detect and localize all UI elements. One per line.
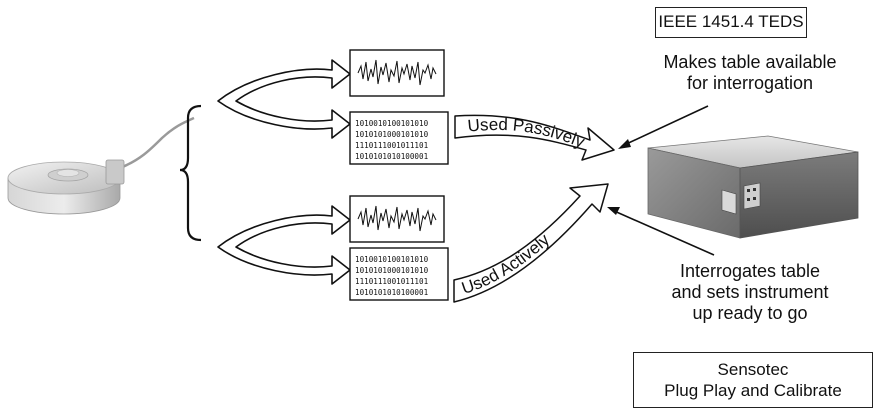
instrument-knob xyxy=(753,197,756,200)
fork-arrow-lower xyxy=(217,205,351,285)
analog-waveform-lower xyxy=(357,205,437,232)
sensor-button xyxy=(56,169,80,177)
used-passively-label: Used Passively xyxy=(467,115,588,152)
passive-arrow-shape xyxy=(454,114,615,161)
interrogate-pointer-line xyxy=(611,209,715,256)
sensotec-line: Sensotec xyxy=(717,360,789,379)
used-actively-label: Used Actively xyxy=(459,230,553,298)
sensor-connector xyxy=(105,159,125,185)
teds-caption-line: for interrogation xyxy=(686,73,814,93)
teds-caption: Makes table available for interrogation xyxy=(630,52,870,94)
interrogate-caption-line: Interrogates table xyxy=(679,261,821,281)
binary-row: 1110111001011101 xyxy=(355,141,429,150)
instrument-side xyxy=(739,151,859,239)
interrogate-caption-line: up ready to go xyxy=(692,303,808,323)
grouping-brace xyxy=(179,104,202,242)
load-cell-sensor xyxy=(7,116,195,215)
binary-box-upper: 1010010100101010 1010101000101010 111011… xyxy=(349,111,449,165)
interrogate-caption: Interrogates table and sets instrument u… xyxy=(645,261,855,324)
teds-pointer-head xyxy=(618,139,631,149)
sensotec-line: Plug Play and Calibrate xyxy=(664,381,842,400)
instrument-knob xyxy=(747,198,750,201)
waveform-box-upper xyxy=(349,49,445,97)
waveform-box-lower xyxy=(349,195,445,243)
binary-row: 1010010100101010 xyxy=(355,119,429,128)
gray-instrument-box xyxy=(647,135,859,239)
waveform-frame-lower xyxy=(349,195,445,243)
teds-pointer-line xyxy=(621,105,709,147)
analog-waveform-upper xyxy=(357,59,437,86)
binary-row: 1010010100101010 xyxy=(355,255,429,264)
binary-row: 1010101000101010 xyxy=(355,130,429,139)
binary-frame-upper xyxy=(349,111,449,165)
binary-box-lower: 1010010100101010 1010101000101010 111011… xyxy=(349,247,449,301)
teds-box-label: IEEE 1451.4 TEDS xyxy=(658,12,804,31)
interrogate-pointer-head xyxy=(607,207,620,215)
binary-row: 1010101010100001 xyxy=(355,288,429,297)
waveform-frame-upper xyxy=(349,49,445,97)
binary-frame-lower xyxy=(349,247,449,301)
teds-pointer xyxy=(618,105,709,149)
fork-arrow-upper xyxy=(217,59,351,139)
interrogate-pointer xyxy=(607,207,715,256)
active-arrow-shape xyxy=(453,183,609,303)
used-passively-arrow: Used Passively xyxy=(454,114,615,161)
sensotec-box: Sensotec Plug Play and Calibrate xyxy=(633,352,873,408)
binary-row: 1010101010100001 xyxy=(355,152,429,161)
teds-caption-line: Makes table available xyxy=(663,52,837,72)
used-actively-text: Used Actively xyxy=(459,230,553,298)
binary-row: 1110111001011101 xyxy=(355,277,429,286)
used-actively-arrow: Used Actively xyxy=(453,183,609,303)
interrogate-caption-line: and sets instrument xyxy=(671,282,829,302)
instrument-knob xyxy=(753,188,756,191)
binary-row: 1010101000101010 xyxy=(355,266,429,275)
sensor-cable xyxy=(119,116,195,170)
teds-box: IEEE 1451.4 TEDS xyxy=(655,7,807,38)
instrument-panel xyxy=(743,182,761,210)
used-passively-text: Used Passively xyxy=(467,115,588,152)
instrument-display xyxy=(721,189,737,215)
instrument-knob xyxy=(747,189,750,192)
